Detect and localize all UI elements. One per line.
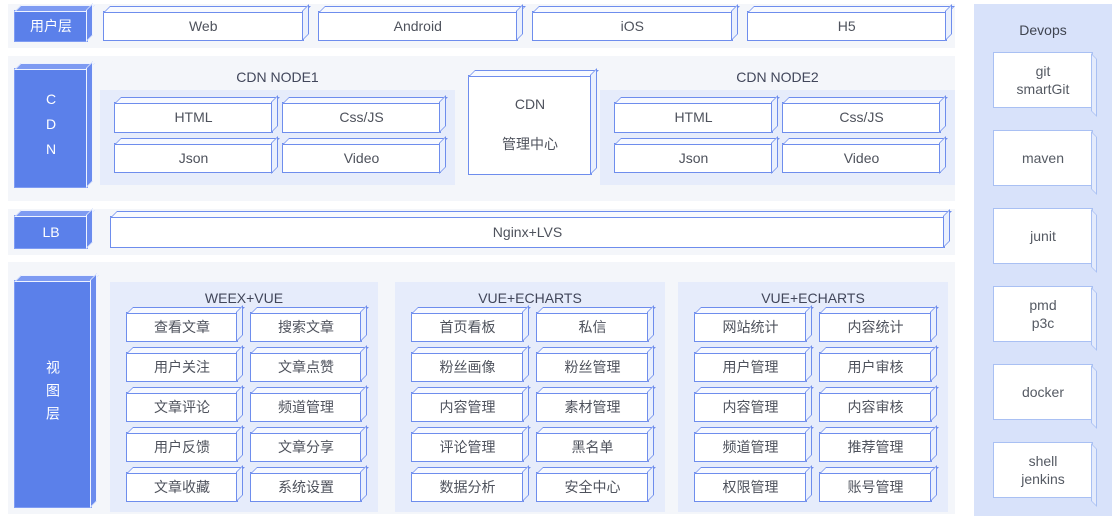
view-group-grid: 首页看板 私信 粉丝画像 粉丝管理 内容管理 素材管理 评论管理 黑名单 数据分… <box>395 310 665 502</box>
module-box: 频道管理 <box>694 432 807 462</box>
cdn-node1-box-html: HTML <box>114 102 273 133</box>
view-layer-band: 视图层 WEEX+VUE 查看文章 搜索文章 用户关注 文章点赞 文章评论 频道… <box>8 262 955 514</box>
devops-box-junit: junit <box>993 208 1093 264</box>
devops-box-pmd-p3c: pmd p3c <box>993 286 1093 342</box>
cdn-center-line2: 管理中心 <box>502 136 558 152</box>
cdn-node1-panel: HTML Css/JS Json Video <box>100 90 455 185</box>
devops-box-docker: docker <box>993 364 1093 420</box>
module-box: 粉丝画像 <box>411 352 524 382</box>
module-box: 用户审核 <box>819 352 932 382</box>
cdn-node2-panel: HTML Css/JS Json Video <box>600 90 955 185</box>
module-box: 搜索文章 <box>250 312 362 342</box>
module-box: 安全中心 <box>536 472 649 502</box>
nginx-lvs-box: Nginx+LVS <box>110 216 945 248</box>
module-box: 素材管理 <box>536 392 649 422</box>
main-diagram-column: 用户层 Web Android iOS H5 CDN CDN NODE1 HTM… <box>8 4 955 514</box>
platform-box-h5: H5 <box>746 11 947 41</box>
devops-panel: Devops git smartGit maven junit pmd p3c … <box>974 4 1112 516</box>
cdn-layer-label: CDN <box>14 68 88 188</box>
module-box: 黑名单 <box>536 432 649 462</box>
module-box: 文章评论 <box>126 392 238 422</box>
module-box: 内容统计 <box>819 312 932 342</box>
module-box: 文章分享 <box>250 432 362 462</box>
cdn-node2-title: CDN NODE2 <box>736 69 819 85</box>
view-group-grid: 网站统计 内容统计 用户管理 用户审核 内容管理 内容审核 频道管理 推荐管理 … <box>678 310 948 502</box>
cdn-node1-title: CDN NODE1 <box>236 69 319 85</box>
module-box: 首页看板 <box>411 312 524 342</box>
module-box: 数据分析 <box>411 472 524 502</box>
devops-box-shell-jenkins: shell jenkins <box>993 442 1093 498</box>
user-layer-label: 用户层 <box>14 10 88 42</box>
cdn-node2-box-json: Json <box>614 142 773 173</box>
lb-layer-band: LB Nginx+LVS <box>8 209 955 255</box>
view-group-title: WEEX+VUE <box>204 290 284 306</box>
module-box: 内容管理 <box>694 392 807 422</box>
cdn-node1-box-video: Video <box>282 142 441 173</box>
cdn-node2-box-html: HTML <box>614 102 773 133</box>
module-box: 用户反馈 <box>126 432 238 462</box>
view-group-title: VUE+ECHARTS <box>761 290 865 306</box>
module-box: 文章点赞 <box>250 352 362 382</box>
module-box: 推荐管理 <box>819 432 932 462</box>
cdn-management-center-box: CDN 管理中心 <box>468 75 592 175</box>
platform-box-web: Web <box>103 11 304 41</box>
cdn-node1-box-json: Json <box>114 142 273 173</box>
view-group-vue-echarts-1: VUE+ECHARTS 首页看板 私信 粉丝画像 粉丝管理 内容管理 素材管理 … <box>395 282 665 512</box>
module-box: 用户关注 <box>126 352 238 382</box>
module-box: 内容管理 <box>411 392 524 422</box>
lb-layer-label-text: LB <box>42 224 60 240</box>
module-box: 网站统计 <box>694 312 807 342</box>
user-layer-band: 用户层 Web Android iOS H5 <box>8 4 955 48</box>
module-box: 粉丝管理 <box>536 352 649 382</box>
module-box: 内容审核 <box>819 392 932 422</box>
module-box: 账号管理 <box>819 472 932 502</box>
view-layer-label: 视图层 <box>14 280 92 508</box>
view-group-weex-vue: WEEX+VUE 查看文章 搜索文章 用户关注 文章点赞 文章评论 频道管理 用… <box>110 282 378 512</box>
devops-box-git-smartgit: git smartGit <box>993 52 1093 108</box>
view-group-title: VUE+ECHARTS <box>478 290 582 306</box>
module-box: 用户管理 <box>694 352 807 382</box>
view-group-grid: 查看文章 搜索文章 用户关注 文章点赞 文章评论 频道管理 用户反馈 文章分享 … <box>110 310 378 502</box>
user-layer-label-text: 用户层 <box>30 18 72 34</box>
cdn-node1-box-cssjs: Css/JS <box>282 102 441 133</box>
module-box: 私信 <box>536 312 649 342</box>
cdn-layer-band: CDN CDN NODE1 HTML Css/JS Json Video CDN… <box>8 56 955 201</box>
cdn-layer-label-text: CDN <box>43 90 59 166</box>
view-layer-label-text: 视图层 <box>45 359 61 429</box>
view-group-vue-echarts-2: VUE+ECHARTS 网站统计 内容统计 用户管理 用户审核 内容管理 内容审… <box>678 282 948 512</box>
module-box: 文章收藏 <box>126 472 238 502</box>
devops-list: git smartGit maven junit pmd p3c docker … <box>974 52 1112 498</box>
module-box: 频道管理 <box>250 392 362 422</box>
cdn-node2-box-video: Video <box>782 142 941 173</box>
cdn-node2-box-cssjs: Css/JS <box>782 102 941 133</box>
module-box: 权限管理 <box>694 472 807 502</box>
platform-box-android: Android <box>317 11 518 41</box>
devops-title: Devops <box>1019 22 1067 38</box>
module-box: 评论管理 <box>411 432 524 462</box>
devops-box-maven: maven <box>993 130 1093 186</box>
cdn-center-line1: CDN <box>514 96 546 112</box>
platform-box-ios: iOS <box>532 11 733 41</box>
lb-layer-label: LB <box>14 215 88 249</box>
module-box: 查看文章 <box>126 312 238 342</box>
platform-row: Web Android iOS H5 <box>103 11 947 41</box>
module-box: 系统设置 <box>250 472 362 502</box>
